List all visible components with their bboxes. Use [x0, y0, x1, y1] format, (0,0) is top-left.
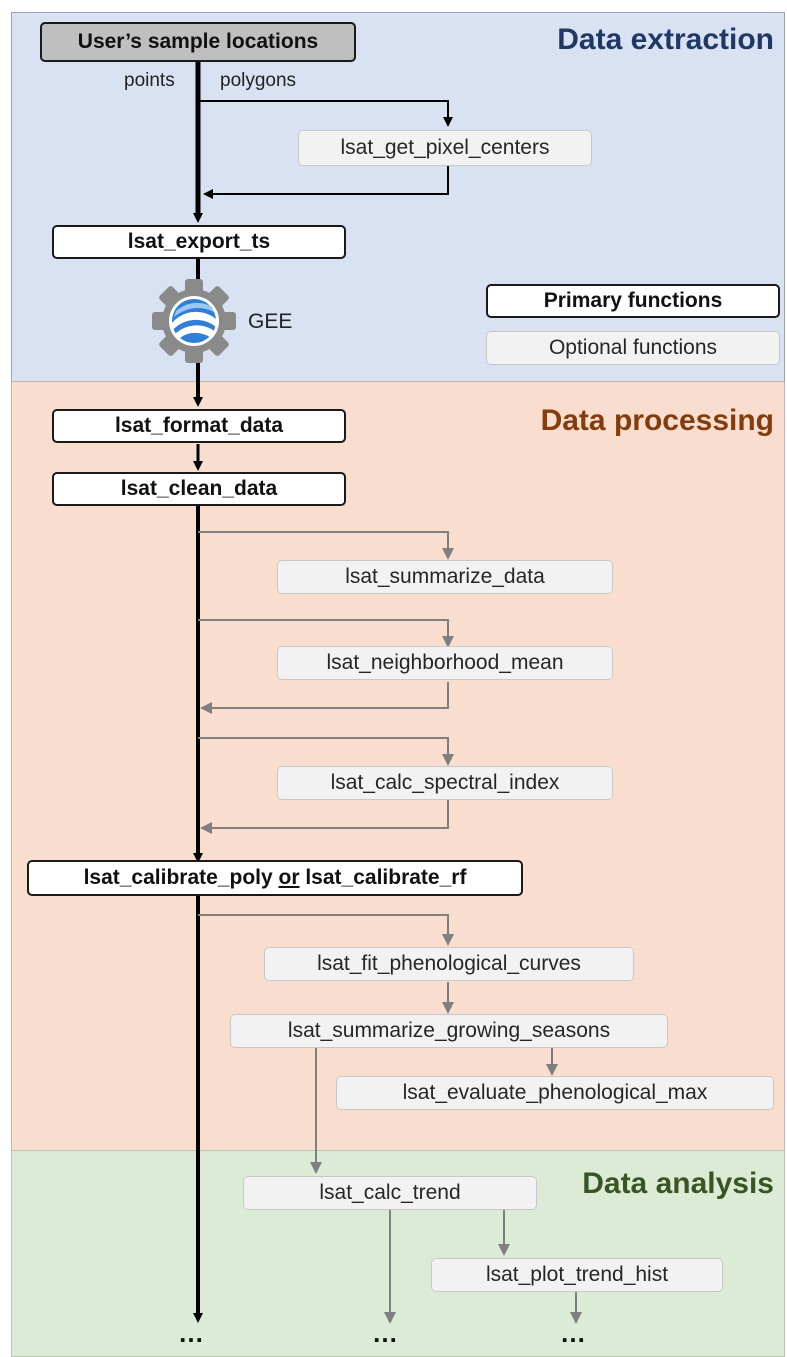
legend-optional-functions: Optional functions	[486, 331, 780, 365]
ellipsis-trend: …	[372, 1318, 400, 1348]
polygons-label: polygons	[220, 70, 297, 91]
lsat-evaluate-phenological-max-box: lsat_evaluate_phenological_max	[336, 1076, 774, 1110]
lsat-export-ts-box: lsat_export_ts	[52, 225, 346, 259]
data-processing-title: Data processing	[540, 404, 774, 437]
lsat-format-data-box: lsat_format_data	[52, 409, 346, 443]
lsat-fit-phenological-curves-box: lsat_fit_phenological_curves	[264, 947, 634, 981]
lsat-calc-spectral-index-box: lsat_calc_spectral_index	[277, 766, 613, 800]
lsat-calc-trend-box: lsat_calc_trend	[243, 1176, 537, 1210]
data-analysis-title: Data analysis	[582, 1167, 774, 1200]
lsat-neighborhood-mean-box: lsat_neighborhood_mean	[277, 646, 613, 680]
lsat-summarize-growing-seasons-box: lsat_summarize_growing_seasons	[230, 1014, 668, 1048]
lsat-clean-data-box: lsat_clean_data	[52, 472, 346, 506]
data-extraction-title: Data extraction	[557, 23, 774, 56]
ellipsis-trend-hist: …	[560, 1318, 588, 1348]
lsat-calibrate-box: lsat_calibrate_poly or lsat_calibrate_rf	[27, 860, 523, 896]
gee-gear-icon	[152, 279, 236, 363]
lsat-calibrate-poly-label: lsat_calibrate_poly	[83, 866, 273, 889]
user-sample-locations-box: User’s sample locations	[40, 22, 356, 62]
data-extraction-section: Data extraction	[11, 12, 785, 382]
lsat-get-pixel-centers-box: lsat_get_pixel_centers	[298, 130, 592, 166]
gee-label: GEE	[248, 310, 293, 333]
lsat-plot-trend-hist-box: lsat_plot_trend_hist	[431, 1258, 723, 1292]
lsat-summarize-data-box: lsat_summarize_data	[277, 560, 613, 594]
lsat-calibrate-rf-label: lsat_calibrate_rf	[305, 866, 467, 889]
or-label: or	[278, 866, 300, 889]
points-label: points	[124, 70, 175, 91]
ellipsis-main: …	[178, 1318, 206, 1348]
legend-primary-functions: Primary functions	[486, 284, 780, 318]
